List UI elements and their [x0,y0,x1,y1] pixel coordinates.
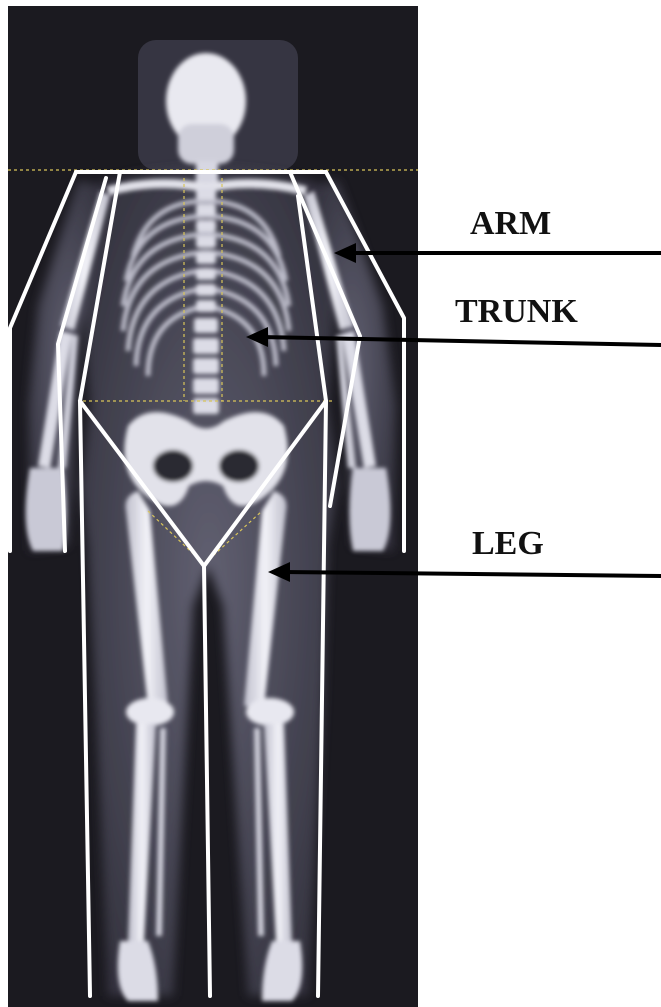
leg-label: LEG [472,527,544,561]
arm-label: ARM [470,207,551,241]
trunk-label: TRUNK [455,295,578,329]
trunk-arrowhead [246,327,268,347]
trunk-arrow [260,337,661,345]
leg-arrowhead [268,562,290,582]
arm-arrowhead [334,243,356,263]
leg-arrow [282,572,661,576]
